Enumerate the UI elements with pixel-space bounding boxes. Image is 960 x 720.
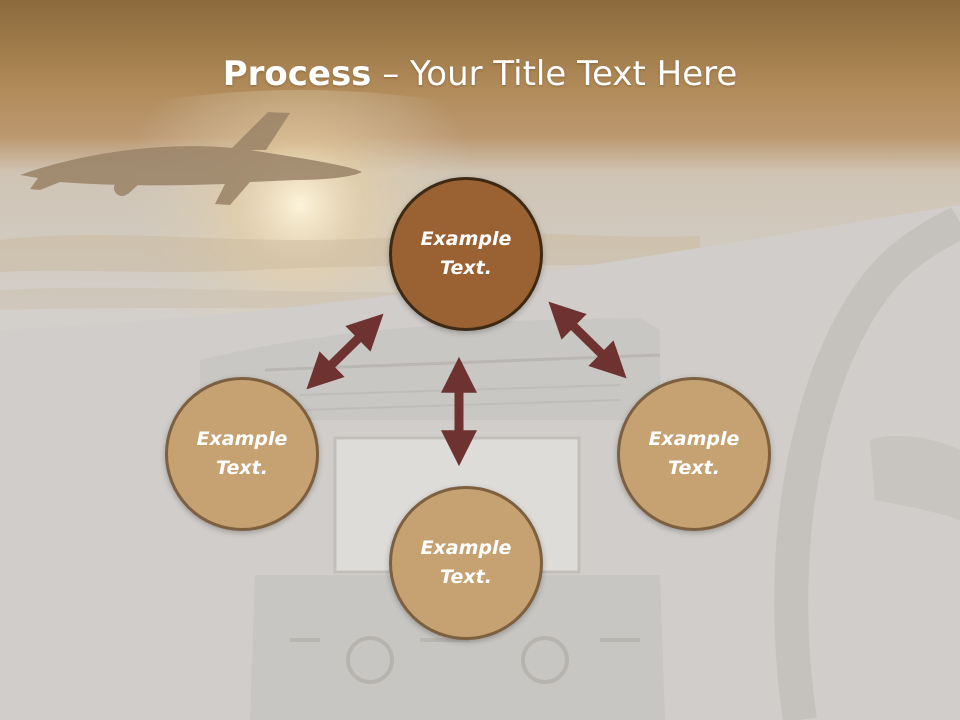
title-bold: Process — [222, 54, 372, 94]
node-bottom: Example Text. — [389, 486, 543, 640]
arrow-top-right — [548, 301, 627, 379]
title-rest: – Your Title Text Here — [371, 54, 738, 94]
node-bottom-label: Example Text. — [420, 537, 512, 588]
node-right: Example Text. — [617, 377, 771, 531]
node-left-label: Example Text. — [196, 428, 288, 479]
node-top: Example Text. — [389, 177, 543, 331]
node-right-label: Example Text. — [648, 428, 740, 479]
arrow-top-left — [306, 313, 384, 390]
slide-title: Process – Your Title Text Here — [0, 52, 960, 96]
node-top-label: Example Text. — [420, 228, 512, 279]
node-left: Example Text. — [165, 377, 319, 531]
airplane-icon — [20, 112, 362, 205]
